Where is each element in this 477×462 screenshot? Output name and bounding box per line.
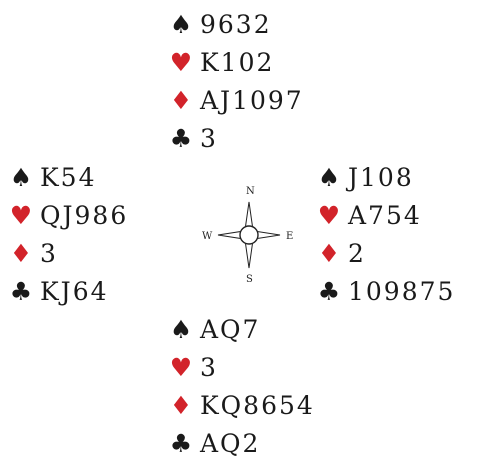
south-hearts-row: ♥ 3 <box>166 348 315 386</box>
club-icon: ♣ <box>9 276 33 306</box>
west-clubs-cards: KJ64 <box>40 276 109 306</box>
south-spades-row: ♠ AQ7 <box>166 310 315 348</box>
heart-icon: ♥ <box>169 47 193 77</box>
east-diamonds-row: ♦ 2 <box>314 234 455 272</box>
compass-label-e: E <box>286 231 293 242</box>
compass-label-s: S <box>246 274 253 285</box>
east-clubs-cards: 109875 <box>348 276 456 306</box>
diamond-icon: ♦ <box>9 238 33 268</box>
east-spades-row: ♠ J108 <box>314 158 455 196</box>
heart-icon: ♥ <box>9 200 33 230</box>
west-spades-row: ♠ K54 <box>6 158 128 196</box>
compass-label-w: W <box>202 231 213 242</box>
west-hearts-cards: QJ986 <box>40 200 129 230</box>
diamond-icon: ♦ <box>169 85 193 115</box>
south-diamonds-row: ♦ KQ8654 <box>166 386 315 424</box>
south-hearts-cards: 3 <box>200 352 218 382</box>
spade-icon: ♠ <box>169 314 193 344</box>
west-spades-cards: K54 <box>40 162 97 192</box>
east-hearts-cards: A754 <box>348 200 422 230</box>
compass-center <box>239 225 259 245</box>
north-spades-cards: 9632 <box>200 9 272 39</box>
north-clubs-cards: 3 <box>200 123 218 153</box>
west-diamonds-row: ♦ 3 <box>6 234 128 272</box>
compass-label-n: N <box>246 186 255 197</box>
south-diamonds-cards: KQ8654 <box>200 390 315 420</box>
club-icon: ♣ <box>169 428 193 458</box>
club-icon: ♣ <box>169 123 193 153</box>
compass-rose-icon: N S W E <box>202 186 293 285</box>
spade-icon: ♠ <box>317 162 341 192</box>
north-clubs-row: ♣ 3 <box>166 119 304 157</box>
north-hearts-row: ♥ K102 <box>166 43 304 81</box>
west-hearts-row: ♥ QJ986 <box>6 196 128 234</box>
south-clubs-row: ♣ AQ2 <box>166 424 315 462</box>
north-diamonds-row: ♦ AJ1097 <box>166 81 304 119</box>
east-clubs-row: ♣ 109875 <box>314 272 455 310</box>
west-clubs-row: ♣ KJ64 <box>6 272 128 310</box>
east-hand: ♠ J108 ♥ A754 ♦ 2 ♣ 109875 <box>314 158 455 310</box>
diamond-icon: ♦ <box>169 390 193 420</box>
north-spades-row: ♠ 9632 <box>166 5 304 43</box>
heart-icon: ♥ <box>169 352 193 382</box>
north-hand: ♠ 9632 ♥ K102 ♦ AJ1097 ♣ 3 <box>166 5 304 157</box>
east-spades-cards: J108 <box>348 162 414 192</box>
south-hand: ♠ AQ7 ♥ 3 ♦ KQ8654 ♣ AQ2 <box>166 310 315 462</box>
north-hearts-cards: K102 <box>200 47 275 77</box>
heart-icon: ♥ <box>317 200 341 230</box>
spade-icon: ♠ <box>9 162 33 192</box>
club-icon: ♣ <box>317 276 341 306</box>
spade-icon: ♠ <box>169 9 193 39</box>
south-clubs-cards: AQ2 <box>200 428 261 458</box>
east-diamonds-cards: 2 <box>348 238 366 268</box>
north-diamonds-cards: AJ1097 <box>200 85 304 115</box>
south-spades-cards: AQ7 <box>200 314 261 344</box>
west-diamonds-cards: 3 <box>40 238 58 268</box>
west-hand: ♠ K54 ♥ QJ986 ♦ 3 ♣ KJ64 <box>6 158 128 310</box>
diamond-icon: ♦ <box>317 238 341 268</box>
east-hearts-row: ♥ A754 <box>314 196 455 234</box>
